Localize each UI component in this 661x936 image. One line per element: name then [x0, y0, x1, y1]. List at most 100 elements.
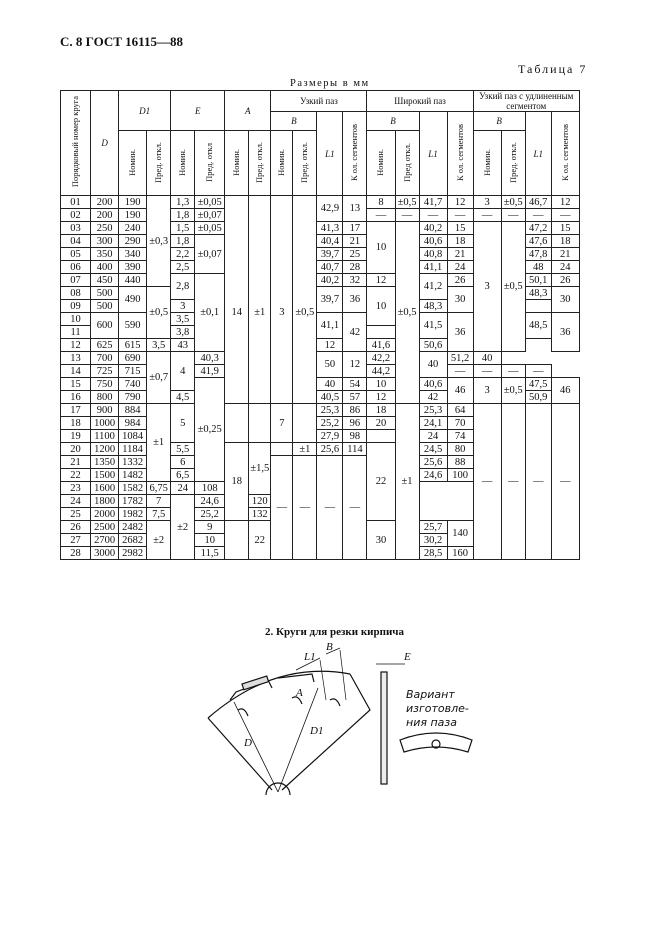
cell: 08 — [59, 286, 92, 300]
cell: 30,2 — [418, 533, 448, 547]
cell: 3 — [170, 299, 196, 313]
table-row: 16 800 790 4,5 40,5 57 12 42 50,9 — [59, 390, 608, 404]
cell: 22 — [248, 520, 272, 560]
cell: — — [446, 208, 474, 222]
cell — [270, 195, 294, 222]
cell: 54 — [342, 377, 368, 391]
cell: 18 — [550, 234, 580, 248]
cell: 12 — [316, 338, 344, 352]
cell: — — [292, 455, 318, 560]
cell: 41,9 — [194, 364, 226, 378]
cell: — — [418, 208, 448, 222]
cell: 50,1 — [524, 273, 552, 287]
cell: 6,75 — [146, 481, 172, 495]
cell: ±0,05 — [194, 195, 226, 209]
cell: 11 — [59, 325, 92, 339]
header-nb-dev: Пред. откл. — [299, 141, 310, 183]
cell: 50,9 — [524, 390, 552, 404]
cell: 440 — [118, 273, 148, 287]
cell: 21 — [446, 247, 474, 261]
cell: 750 — [90, 377, 120, 391]
cell: 14 — [59, 364, 92, 378]
table-row: 20 1200 1184 5,5 18 ±1,5 ±1 25,6 114 22 … — [59, 442, 608, 521]
header-eb-nom: Номин. — [481, 148, 492, 176]
cell: 715 — [118, 364, 148, 378]
cell: 41,3 — [316, 221, 344, 235]
cell: 41,1 — [316, 312, 344, 339]
cell: 24,6 — [194, 494, 226, 508]
cell: 25,6 — [316, 442, 344, 456]
cell: — — [270, 455, 294, 560]
cell: 25 — [59, 507, 92, 521]
cell: 24,6 — [418, 468, 448, 482]
cell: ±0,07 — [194, 234, 226, 274]
cell: 36 — [342, 286, 368, 313]
header-ext-count: К ол. сегментов — [559, 123, 570, 181]
cell: 40,5 — [316, 390, 344, 404]
cell: — — [550, 403, 580, 560]
header-D: D — [90, 90, 120, 196]
cell: 15 — [446, 221, 474, 235]
header-D1: D1 — [118, 90, 172, 131]
cell: 884 — [118, 403, 148, 417]
cell: — — [500, 364, 526, 378]
cell: 47,8 — [524, 247, 552, 261]
table-row: 28 3000 2982 11,5 28,5 160 — [59, 546, 608, 560]
header-E-nom: Номин. — [177, 148, 188, 176]
cell: ±0,5 — [500, 377, 526, 404]
cell: 7 — [270, 403, 294, 443]
cell: ±1 — [248, 221, 272, 404]
cell: 46,7 — [524, 195, 552, 209]
cell: ±0,3 — [146, 195, 172, 287]
dim-L1 — [295, 657, 321, 671]
cell: 57 — [342, 390, 368, 404]
cell: ±1 — [394, 403, 420, 560]
label-A: A — [295, 687, 303, 699]
cell: 4 — [170, 351, 196, 391]
cell: 40 — [316, 377, 344, 391]
cell: 48,5 — [524, 312, 552, 339]
cell: 6,5 — [170, 468, 196, 482]
cell: ±2 — [146, 520, 172, 560]
cell: 10 — [59, 312, 92, 326]
cell: — — [342, 455, 368, 560]
cell: 88 — [446, 455, 474, 469]
table-row: 15 750 740 ±0,25 40 54 10 40,6 46 3 ±0,5… — [59, 377, 608, 482]
cell: 1800 — [90, 494, 120, 508]
cell: 47,5 — [524, 377, 552, 391]
cell: 5 — [170, 403, 196, 443]
cell: 4,5 — [170, 390, 196, 404]
header-narrow-B: B — [270, 111, 318, 131]
cell: 24 — [418, 429, 448, 443]
table-number: Таблица 7 — [518, 62, 588, 76]
cell: 24 — [446, 260, 474, 274]
label-D: D — [243, 737, 252, 749]
cell — [224, 520, 250, 560]
cell: 24 — [59, 494, 92, 508]
label-E: E — [403, 651, 411, 663]
cell: 17 — [59, 403, 92, 417]
table-row: 27 2700 2682 10 30,2 — [59, 533, 608, 547]
cell: 114 — [342, 442, 368, 456]
cell: 984 — [118, 416, 148, 430]
cell: 10 — [366, 221, 396, 274]
cell: 64 — [446, 403, 474, 417]
cell: 40,6 — [418, 234, 448, 248]
cell: 01 — [59, 195, 92, 209]
cell: 27 — [59, 533, 92, 547]
cell: 36 — [446, 312, 474, 352]
variant-note-line1: Вариант — [406, 688, 455, 701]
cell: — — [316, 455, 344, 560]
cell: 1000 — [90, 416, 120, 430]
disc-outer-arc — [207, 670, 351, 719]
cell: 300 — [90, 234, 120, 248]
cell: 340 — [118, 247, 148, 261]
cell — [224, 403, 250, 443]
cell: 18 — [59, 416, 92, 430]
header-D1-nom: Номин. — [127, 148, 138, 176]
table-row: 23 1600 1582 6,75 24 108 — [59, 481, 608, 495]
variant-note-line2: изготовле- — [406, 702, 469, 715]
disc-side-view — [380, 671, 388, 785]
cell: 100 — [446, 468, 474, 482]
table-row: 13 700 690 ±0,7 4 40,3 50 12 42,2 40 51,… — [59, 351, 608, 404]
